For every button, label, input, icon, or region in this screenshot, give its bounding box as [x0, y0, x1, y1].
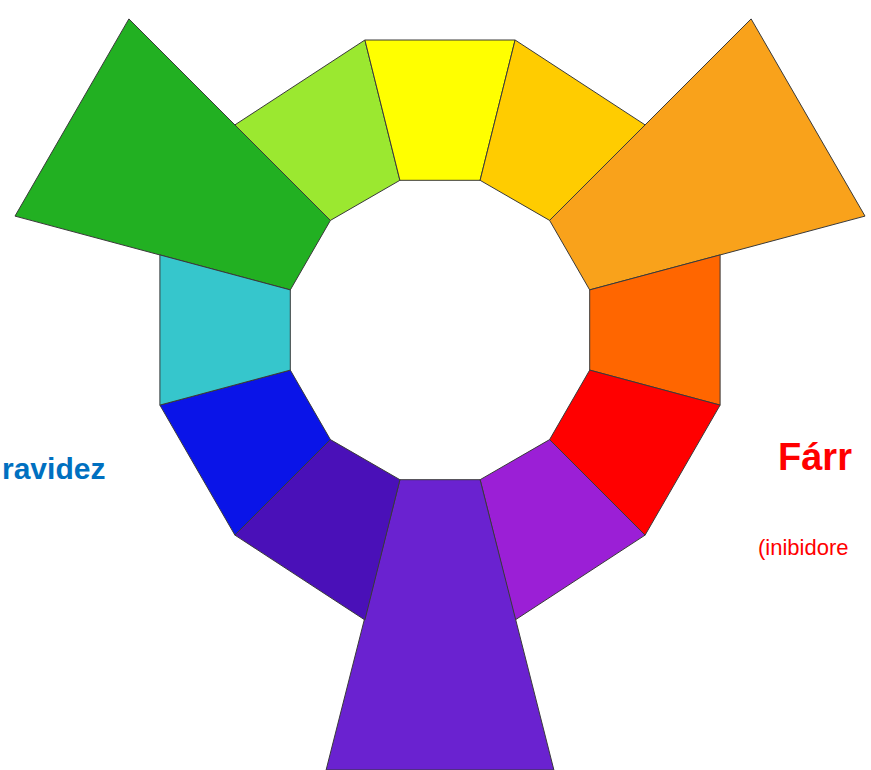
orange-segment: [550, 19, 865, 290]
side-note: (inibidore: [758, 535, 849, 560]
side-label: ravidez: [2, 452, 105, 487]
cyan-segment: [160, 255, 290, 405]
side-heading: Fárr: [778, 436, 852, 480]
